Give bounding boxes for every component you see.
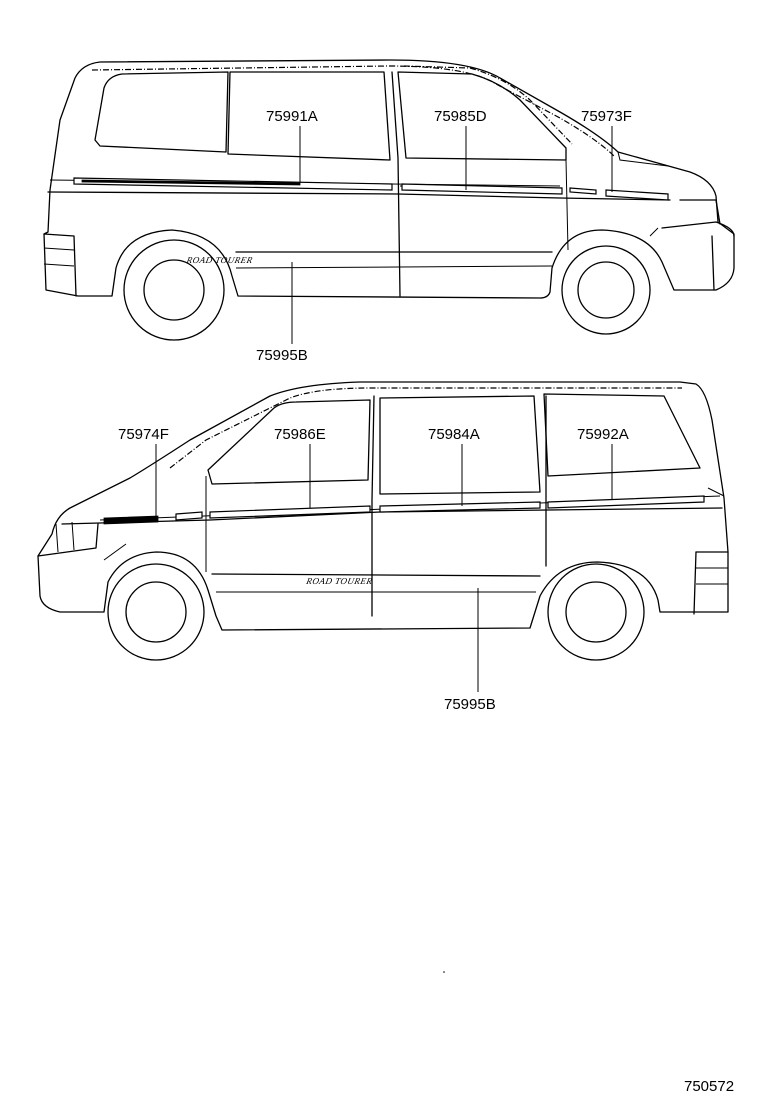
upper-badge-text: ROAD TOURER xyxy=(185,255,254,265)
label-75973F: 75973F xyxy=(581,108,632,125)
lower-van-drawing xyxy=(37,381,729,692)
lower-badge-text: ROAD TOURER xyxy=(304,576,373,586)
label-75992A: 75992A xyxy=(577,426,629,443)
upper-van-drawing xyxy=(43,59,735,344)
diagram-reference-code: 750572 xyxy=(684,1078,734,1095)
label-75995B-lower: 75995B xyxy=(444,696,496,713)
label-75986E: 75986E xyxy=(274,426,326,443)
label-75995B-upper: 75995B xyxy=(256,347,308,364)
label-75984A: 75984A xyxy=(428,426,480,443)
label-75991A: 75991A xyxy=(266,108,318,125)
label-75985D: 75985D xyxy=(434,108,487,125)
stray-dot xyxy=(443,971,445,973)
label-75974F: 75974F xyxy=(118,426,169,443)
